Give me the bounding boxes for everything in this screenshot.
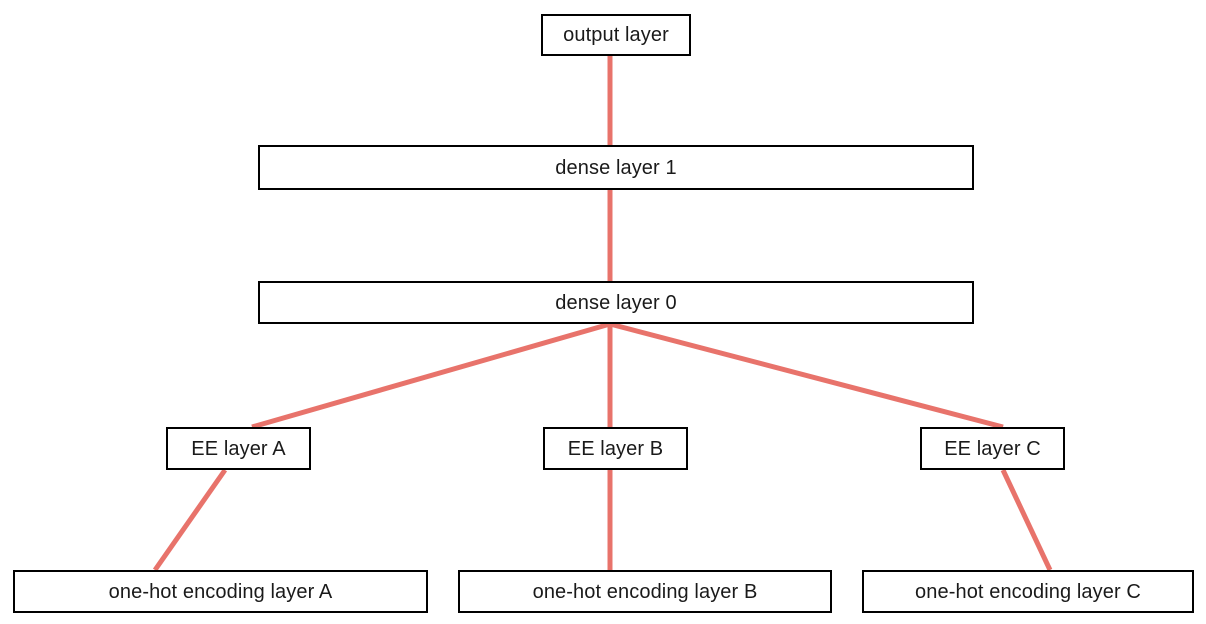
node-label-one-hot-encoding-layer-b: one-hot encoding layer B — [532, 580, 758, 603]
node-dense-layer-0[interactable]: dense layer 0 — [258, 281, 974, 324]
node-label-dense-layer-0: dense layer 0 — [555, 291, 677, 314]
node-label-output-layer: output layer — [563, 24, 669, 46]
edge-eec-dense0 — [609, 321, 1004, 430]
node-one-hot-encoding-layer-c[interactable]: one-hot encoding layer C — [862, 570, 1194, 613]
node-label-one-hot-encoding-layer-a: one-hot encoding layer A — [108, 580, 333, 603]
node-ee-layer-c[interactable]: EE layer C — [920, 427, 1065, 470]
node-output-layer[interactable]: output layer — [541, 14, 691, 56]
node-label-ee-layer-c: EE layer C — [944, 437, 1041, 460]
node-label-ee-layer-b: EE layer B — [567, 437, 664, 460]
node-one-hot-encoding-layer-b[interactable]: one-hot encoding layer B — [458, 570, 832, 613]
edge-eea-dense0 — [251, 321, 611, 430]
node-label-dense-layer-1: dense layer 1 — [555, 156, 677, 179]
node-label-one-hot-encoding-layer-c: one-hot encoding layer C — [915, 580, 1141, 603]
node-one-hot-encoding-layer-a[interactable]: one-hot encoding layer A — [13, 570, 428, 613]
node-ee-layer-b[interactable]: EE layer B — [543, 427, 688, 470]
edge-ohec-eec — [1000, 468, 1053, 572]
node-dense-layer-1[interactable]: dense layer 1 — [258, 145, 974, 190]
node-label-ee-layer-a: EE layer A — [191, 437, 286, 460]
edge-ohea-eea — [152, 468, 228, 572]
node-ee-layer-a[interactable]: EE layer A — [166, 427, 311, 470]
